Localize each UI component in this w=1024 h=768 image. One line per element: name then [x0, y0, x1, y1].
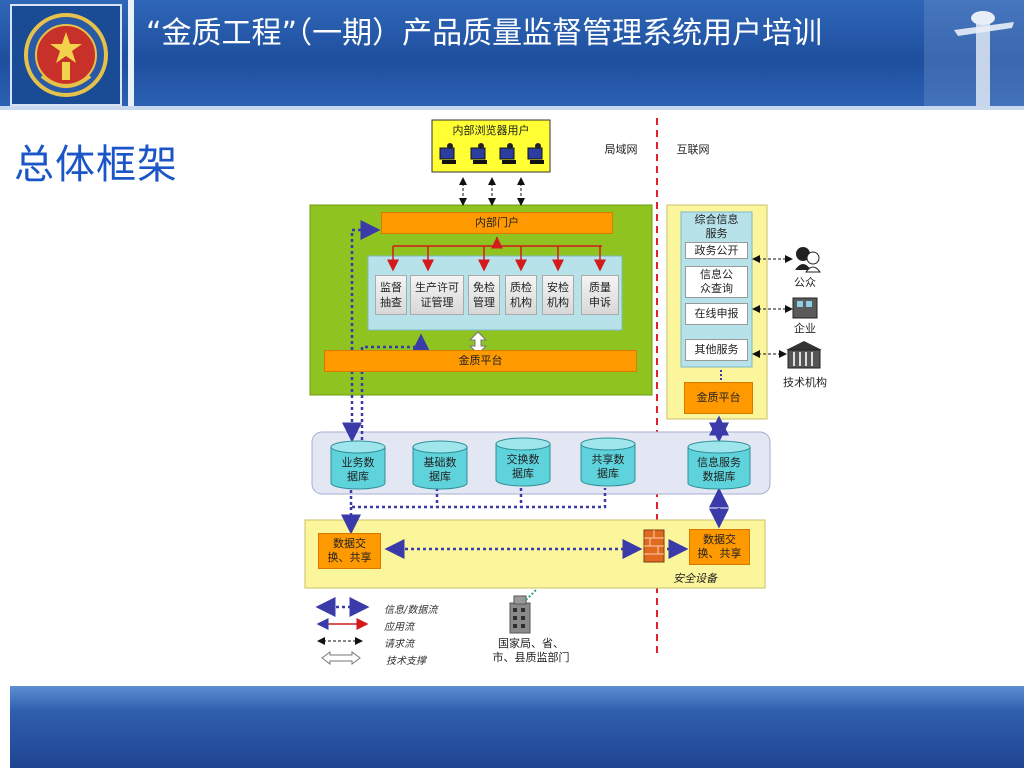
info-service-database-label: 信息服务 数据库 [697, 456, 741, 483]
database-cylinder-icon [330, 440, 386, 490]
data-exchange-left: 数据交 换、共享 [318, 533, 381, 569]
module-exemption: 免检 管理 [468, 275, 500, 315]
base-database-label: 基础数 据库 [423, 456, 457, 483]
tech-institution-building-icon [786, 341, 822, 369]
header-divider [128, 0, 134, 110]
national-bureau-label: 国家局、省、 市、县质监部门 [492, 637, 570, 664]
module-production-license: 生产许可 证管理 [410, 275, 464, 315]
workstation-icon [470, 143, 487, 164]
module-supervision-sampling: 监督 抽查 [375, 275, 407, 315]
exchange-database-label: 交换数 据库 [506, 453, 540, 480]
module-safety-institution: 安检 机构 [542, 275, 574, 315]
lan-label: 局域网 [604, 143, 638, 156]
module-qc-institution: 质检 机构 [505, 275, 537, 315]
public-label: 公众 [794, 276, 816, 289]
legend-request-flow: 请求流 [384, 639, 414, 650]
legend-tech-support: 技术支撑 [386, 656, 426, 667]
business-database: 业务数 据库 [331, 448, 385, 498]
tech-institution-label: 技术机构 [783, 376, 827, 389]
footer-band [10, 686, 1024, 768]
header-rule [0, 106, 1024, 110]
security-device-label: 安全设备 [673, 572, 717, 585]
business-database-label: 业务数 据库 [341, 456, 375, 483]
info-service-database: 信息服务 数据库 [688, 448, 750, 498]
data-exchange-right: 数据交 换、共享 [689, 529, 750, 565]
header-banner: “金质工程”（一期）产品质量监督管理系统用户培训 [0, 0, 1024, 110]
page-title: 总体框架 [14, 142, 178, 188]
service-online-declaration: 在线申报 [685, 303, 748, 325]
legend-tech-support-symbol [321, 651, 361, 665]
national-bureau-building-icon [509, 589, 537, 634]
database-cylinder-icon [412, 440, 468, 490]
internet-label: 互联网 [676, 143, 710, 156]
external-jinzhi-platform: 金质平台 [684, 382, 753, 414]
internal-jinzhi-platform: 金质平台 [324, 350, 637, 372]
info-service-title: 综合信息 服务 [694, 213, 739, 240]
internal-portal: 内部门户 [381, 212, 613, 234]
service-other: 其他服务 [685, 339, 748, 361]
base-database: 基础数 据库 [413, 448, 467, 498]
legend-app-flow: 应用流 [384, 622, 414, 633]
presentation-title: “金质工程”（一期）产品质量监督管理系统用户培训 [146, 16, 823, 51]
database-cylinder-icon [580, 437, 636, 487]
module-quality-complaint: 质量 申诉 [581, 275, 619, 315]
quality-emblem-logo [10, 4, 122, 106]
shared-database: 共享数 据库 [581, 445, 635, 495]
firewall-icon [643, 529, 665, 563]
database-cylinder-icon [687, 440, 751, 490]
service-public-query: 信息公 众查询 [685, 266, 748, 298]
database-cylinder-icon [495, 437, 551, 487]
enterprise-label: 企业 [794, 322, 816, 335]
browser-users-label: 内部浏览器用户 [452, 124, 530, 137]
exchange-database: 交换数 据库 [496, 445, 550, 495]
huabiao-pillar-icon [924, 0, 1024, 110]
workstation-icon [527, 143, 544, 164]
workstation-icon [439, 143, 456, 164]
enterprise-building-icon [792, 297, 818, 319]
service-gov-affairs: 政务公开 [685, 242, 748, 259]
workstation-icon [499, 143, 516, 164]
public-people-icon [795, 247, 821, 273]
legend-info-flow: 信息/数据流 [384, 605, 438, 616]
shared-database-label: 共享数 据库 [591, 453, 625, 480]
